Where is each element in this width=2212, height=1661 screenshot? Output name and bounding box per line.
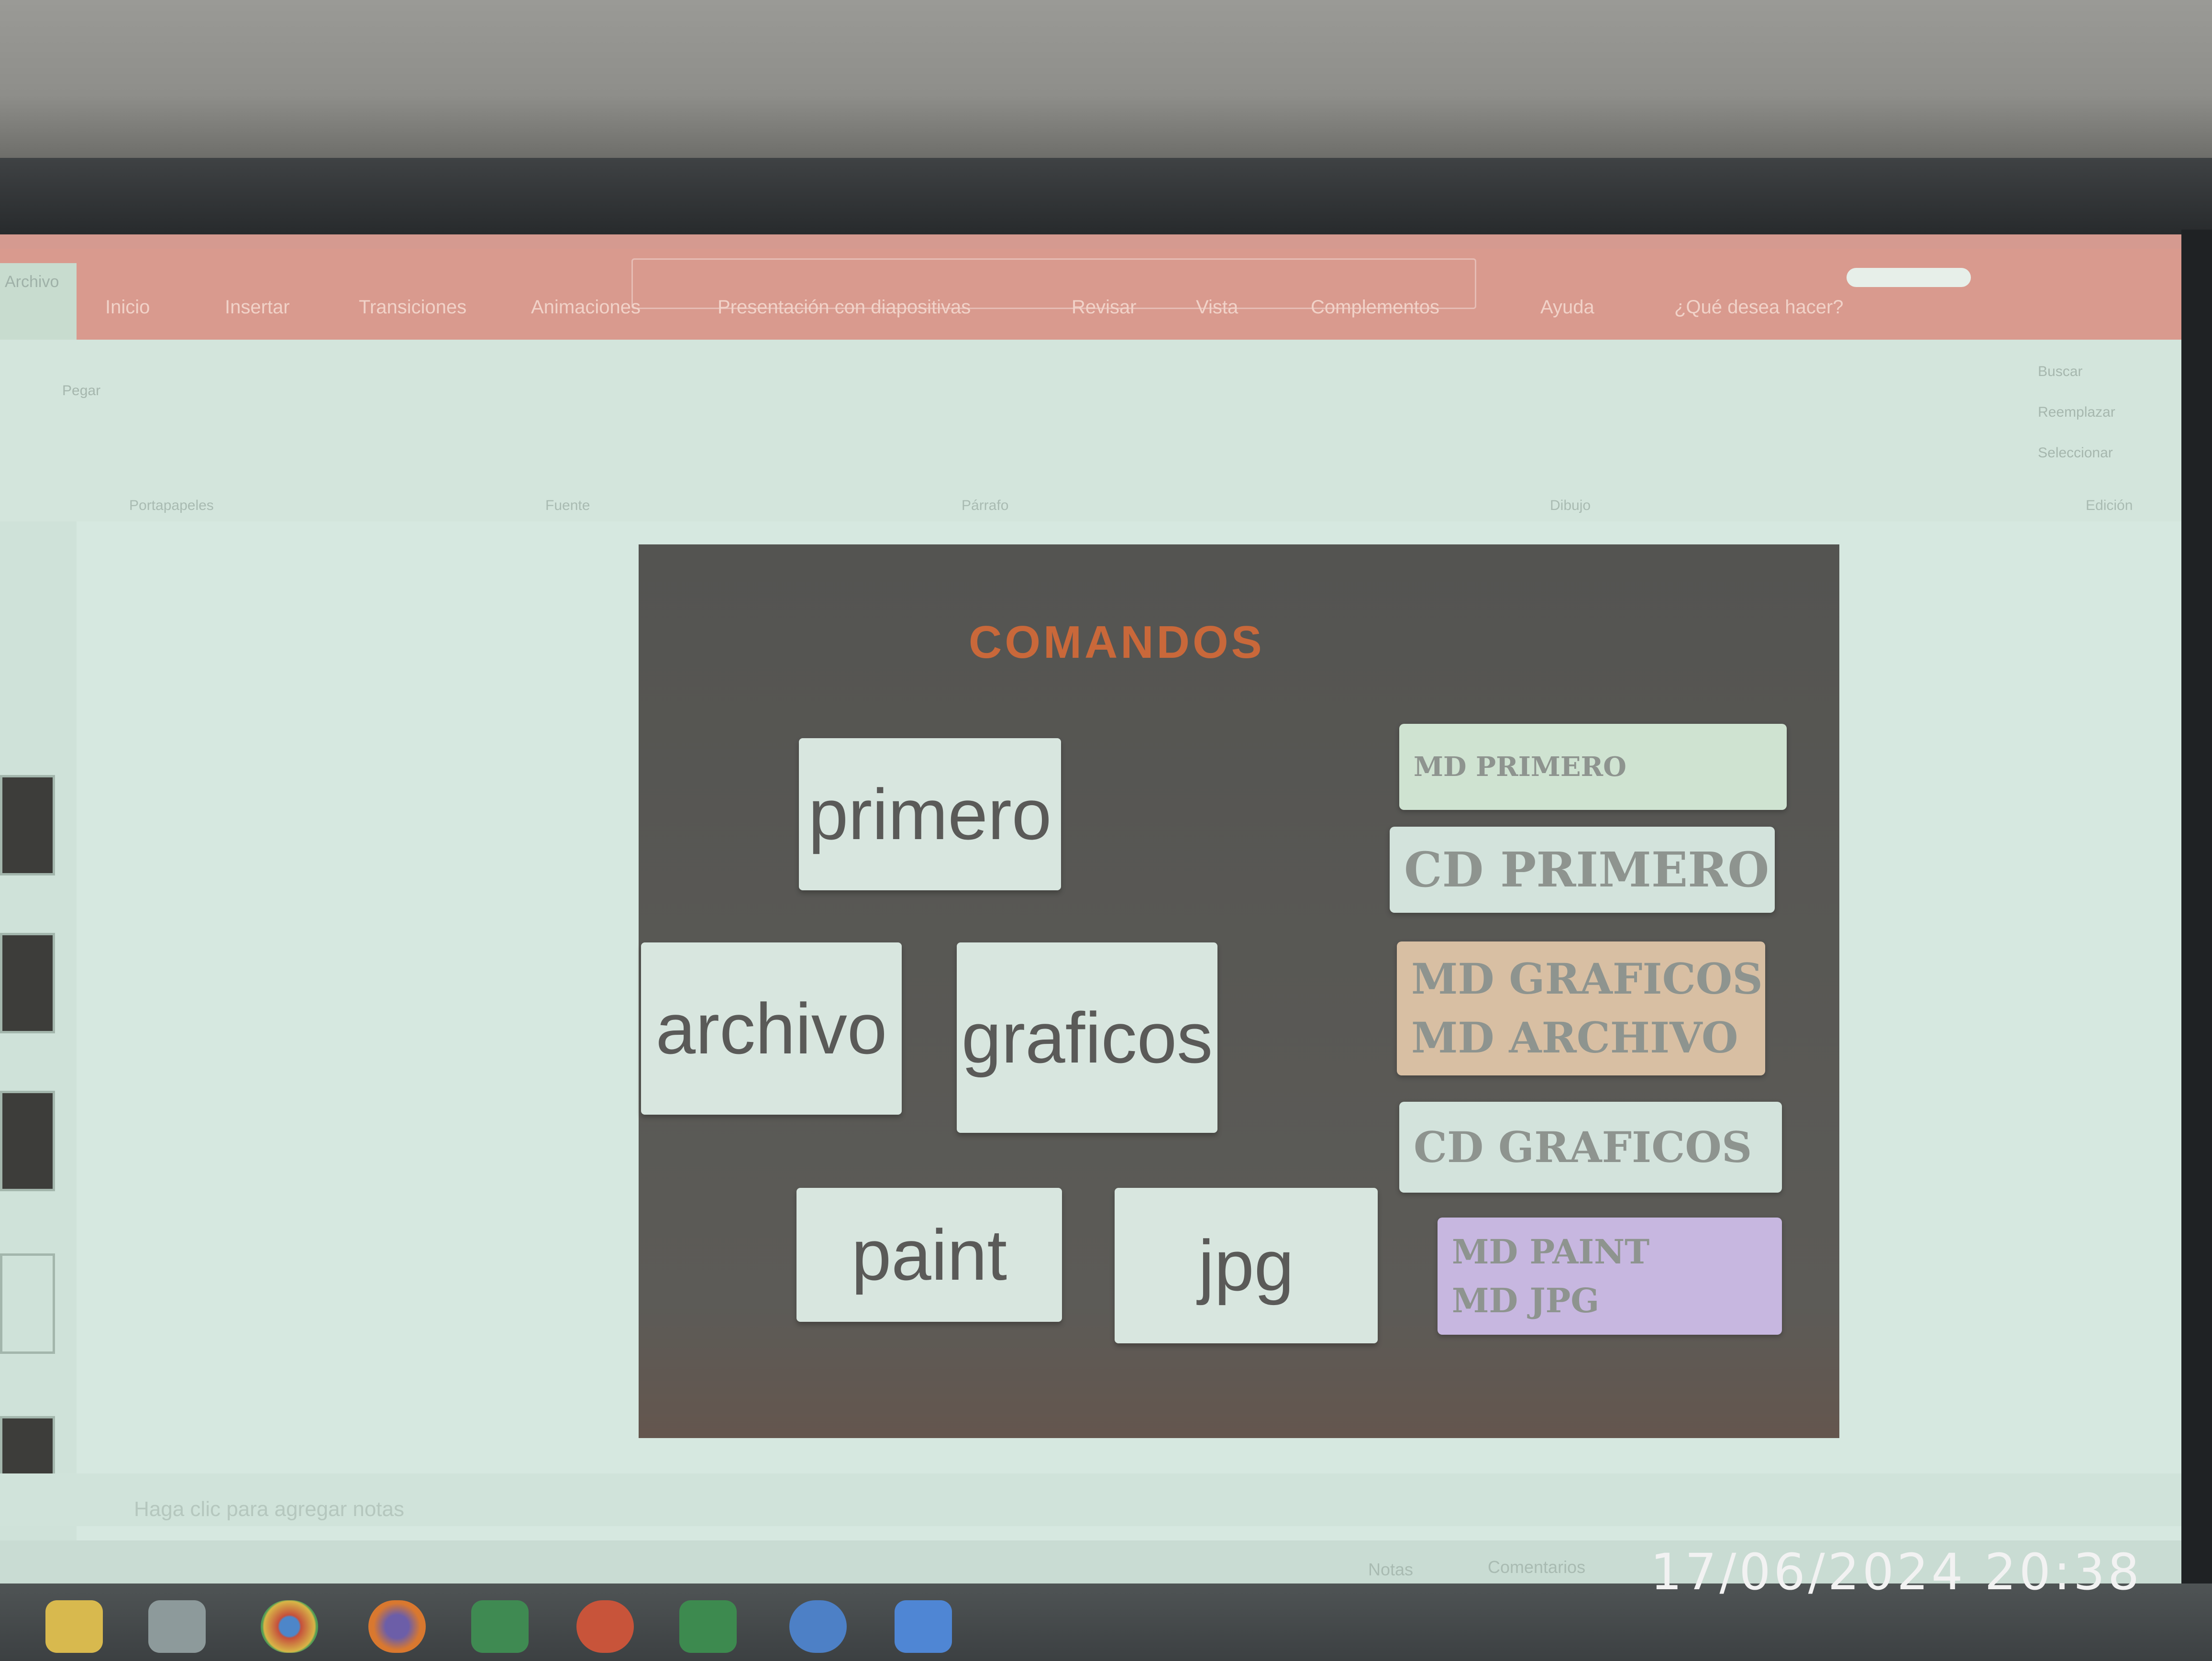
replace-button[interactable]: Reemplazar — [2038, 404, 2115, 420]
command-box[interactable]: CD GRAFICOS — [1399, 1102, 1782, 1193]
file-explorer-icon[interactable] — [45, 1600, 103, 1653]
tab-view[interactable]: Vista — [1196, 297, 1239, 318]
notes-button[interactable]: Notas — [1368, 1560, 1414, 1579]
paste-button[interactable]: Pegar — [62, 383, 101, 399]
tab-animations[interactable]: Animaciones — [531, 297, 641, 318]
word-card-archivo[interactable]: archivo — [641, 942, 902, 1115]
tab-file[interactable]: Archivo — [0, 263, 77, 340]
chrome-icon[interactable] — [261, 1600, 318, 1653]
word-card-paint[interactable]: paint — [796, 1188, 1062, 1322]
group-clipboard-label: Portapapeles — [129, 498, 214, 513]
app-icon[interactable] — [789, 1600, 847, 1653]
share-button[interactable] — [1847, 268, 1971, 287]
tab-home[interactable]: Inicio — [105, 297, 150, 318]
title-bar — [0, 234, 2196, 249]
command-box[interactable]: MD PAINT MD JPG — [1438, 1218, 1782, 1335]
slide-thumbnail[interactable] — [0, 1253, 55, 1354]
app-icon[interactable] — [895, 1600, 952, 1653]
ribbon: Pegar Portapapeles Fuente Párrafo Dibujo… — [0, 340, 2196, 521]
slide-canvas: COMANDOS primero archivo graficos paint … — [639, 544, 1839, 1438]
tab-slideshow[interactable]: Presentación con diapositivas — [718, 297, 971, 318]
screen-edge — [2181, 230, 2212, 1661]
slide-thumbnail[interactable] — [0, 1091, 55, 1191]
powerpoint-icon[interactable] — [576, 1600, 634, 1653]
notes-placeholder[interactable]: Haga clic para agregar notas — [134, 1497, 404, 1521]
word-card-primero[interactable]: primero — [799, 738, 1061, 890]
tell-me-search[interactable]: ¿Qué desea hacer? — [1674, 297, 1844, 318]
tab-help[interactable]: Ayuda — [1540, 297, 1594, 318]
group-paragraph-label: Párrafo — [962, 498, 1009, 513]
media-player-icon[interactable] — [148, 1600, 206, 1653]
slide-thumbnail[interactable] — [0, 933, 55, 1033]
find-button[interactable]: Buscar — [2038, 364, 2083, 379]
title-box — [631, 258, 1476, 309]
group-editing-label: Edición — [2086, 498, 2133, 513]
comments-button[interactable]: Comentarios — [1488, 1557, 1586, 1577]
slide-thumbnail[interactable] — [0, 775, 55, 875]
group-font-label: Fuente — [545, 498, 590, 513]
powerpoint-window: Archivo Inicio Insertar Transiciones Ani… — [0, 234, 2196, 1593]
command-box[interactable]: MD PRIMERO — [1399, 724, 1787, 810]
wall-background — [0, 0, 2212, 158]
app-icon[interactable] — [471, 1600, 529, 1653]
tab-insert[interactable]: Insertar — [225, 297, 290, 318]
excel-icon[interactable] — [679, 1600, 737, 1653]
group-drawing-label: Dibujo — [1550, 498, 1591, 513]
tab-review[interactable]: Revisar — [1072, 297, 1137, 318]
command-box[interactable]: CD PRIMERO — [1390, 827, 1775, 913]
slide-title: COMANDOS — [969, 617, 1265, 668]
slide-thumbnails-pane — [0, 521, 77, 1574]
word-card-graficos[interactable]: graficos — [957, 942, 1217, 1133]
select-button[interactable]: Seleccionar — [2038, 445, 2113, 461]
firefox-icon[interactable] — [368, 1600, 426, 1653]
ribbon-tab-bar — [0, 249, 2196, 340]
word-card-jpg[interactable]: jpg — [1115, 1188, 1378, 1343]
tab-addins[interactable]: Complementos — [1311, 297, 1440, 318]
photo-timestamp: 17/06/2024 20:38 — [1650, 1543, 2143, 1601]
projector-screen-frame — [0, 158, 2212, 239]
command-box[interactable]: MD GRAFICOS MD ARCHIVO — [1397, 941, 1765, 1075]
notes-pane[interactable] — [0, 1473, 2196, 1526]
tab-transitions[interactable]: Transiciones — [359, 297, 467, 318]
